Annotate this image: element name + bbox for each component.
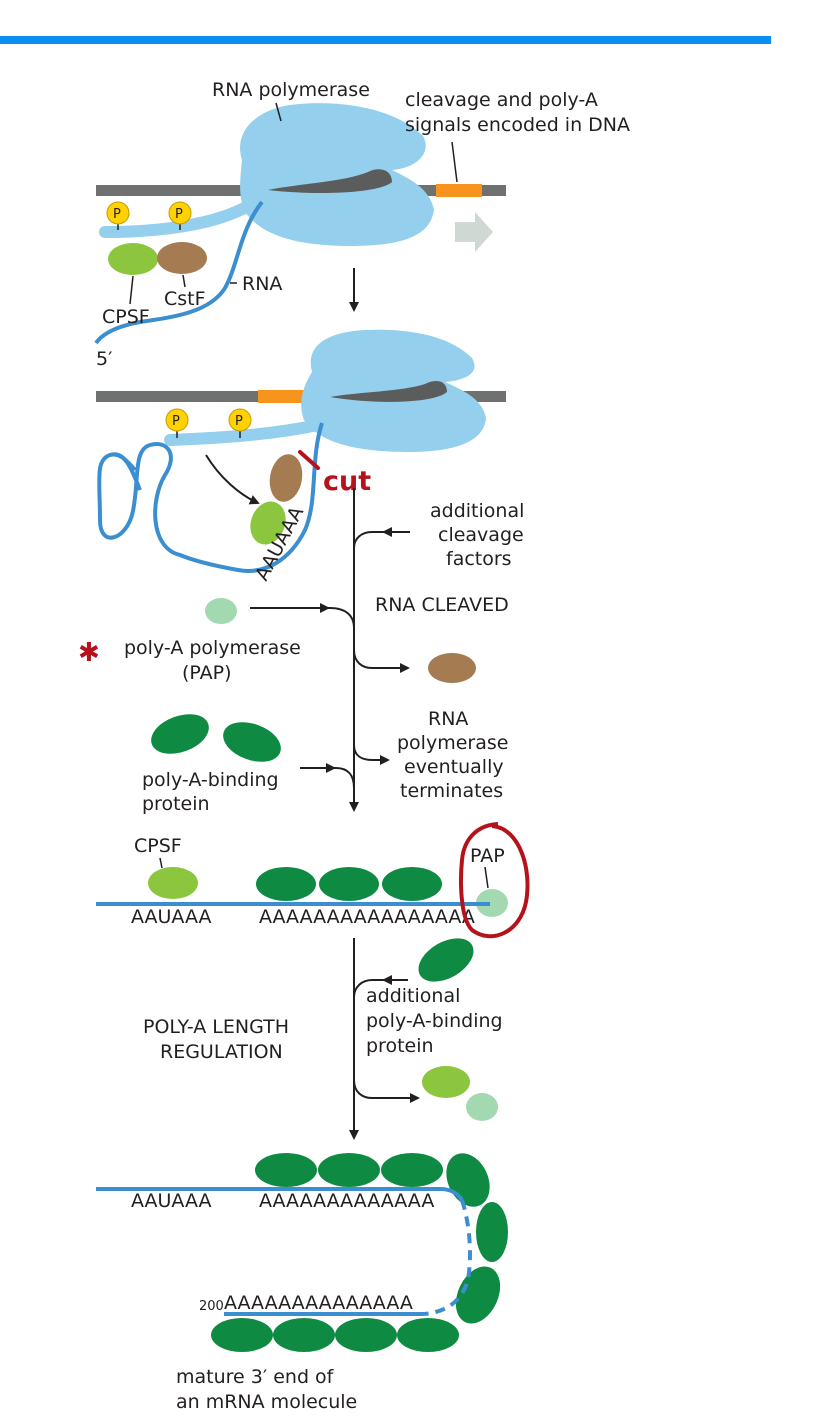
polya-tail-label-1: AAAAAAAAAAAAAAAA (259, 906, 475, 928)
cstf-label: CstF (164, 288, 206, 310)
mrna-strand-4 (96, 1187, 464, 1202)
rna-cleaved-label: RNA CLEAVED (375, 594, 509, 616)
polymerase-release-arrow (353, 744, 390, 765)
cpsf-2 (250, 501, 286, 545)
phosphate-label: P (172, 414, 180, 429)
factor-move-arrow (205, 454, 260, 505)
phosphate-1 (106, 201, 130, 225)
signals-label-line1: cleavage and poly-A (405, 89, 598, 111)
phosphate-4 (228, 408, 252, 432)
phosphate-3 (165, 408, 189, 432)
polymerase-cleft-1 (268, 169, 392, 194)
pabp-final-6 (455, 1266, 501, 1324)
pabp-free-2 (223, 722, 281, 762)
incoming-cleavage-factors-arrow (353, 531, 410, 549)
ctd-tail-1 (99, 199, 256, 238)
mature-label-1: mature 3′ end of (176, 1366, 335, 1388)
pabp-final-5 (476, 1202, 508, 1262)
phosphate-2 (168, 201, 192, 225)
tail-length-label: 200 (199, 1299, 224, 1314)
pap-released (466, 1093, 498, 1121)
rna-label: RNA (242, 273, 282, 295)
aauaaa-label-2: AAUAAA (131, 906, 211, 928)
pabp-free-3 (418, 938, 474, 982)
ctd-tail-2 (164, 419, 324, 446)
rnapol-label-3: eventually (404, 756, 504, 778)
mrna-dashed-loop (423, 1199, 472, 1316)
signal-box-1 (436, 184, 482, 197)
pabp-label-2: protein (142, 793, 210, 815)
five-prime-label: 5′ (96, 348, 112, 370)
rna-polymerase-1 (240, 103, 434, 247)
pabp-final-8 (273, 1318, 335, 1352)
cstf-2 (269, 454, 303, 502)
pabp-final-1 (255, 1153, 317, 1187)
pabp-final-2 (318, 1153, 380, 1187)
polymerase-cleft-2 (330, 380, 447, 402)
additional-pabp-label-3: protein (366, 1035, 434, 1057)
incoming-pabp-arrow (300, 767, 355, 789)
additional-pabp-label-1: additional (366, 985, 460, 1007)
incoming-pabp-2-arrow (353, 979, 408, 998)
rna-strand-1 (94, 200, 264, 345)
pap-label-line2: (PAP) (182, 662, 232, 684)
cstf-released (428, 653, 476, 683)
rna-strand-2 (97, 422, 324, 573)
length-regulation-label-1: POLY-A LENGTH (143, 1016, 289, 1038)
pap-bound (476, 889, 508, 917)
pabp-bound-1 (256, 867, 316, 901)
phosphate-label: P (113, 207, 121, 222)
cut-mark (298, 450, 320, 470)
pap-1 (205, 598, 237, 624)
pabp-final-9 (335, 1318, 397, 1352)
pap-label-line1: poly-A polymerase (124, 637, 301, 659)
pabp-label-1: poly-A-binding (142, 769, 279, 791)
pabp-final-3 (381, 1153, 443, 1187)
phosphate-label: P (175, 207, 183, 222)
mature-label-2: an mRNA molecule (176, 1391, 357, 1413)
dna-direction-arrow (455, 212, 493, 252)
top-bar (0, 36, 771, 44)
signals-label-line2: signals encoded in DNA (405, 114, 630, 136)
star-annotation: ✱ (78, 638, 100, 668)
cpsf-released (422, 1066, 470, 1098)
rna-curve-segment (109, 452, 137, 472)
rnapol-label-1: RNA (428, 708, 468, 730)
phosphate-label: P (235, 414, 243, 429)
additional-cleavage-label-2: cleavage (438, 524, 524, 546)
pabp-bound-3 (382, 867, 442, 901)
pap-circle-annotation (459, 822, 530, 939)
pabp-final-7 (211, 1318, 273, 1352)
cpsf-1 (108, 243, 158, 275)
rnapol-label-4: terminates (400, 780, 503, 802)
signal-box-2 (258, 390, 304, 403)
pap-short-label: PAP (470, 845, 505, 867)
cstf-1 (157, 242, 207, 274)
pabp-free-1 (151, 714, 209, 754)
polya-tail-label-2: AAAAAAAAAAAAA (259, 1190, 434, 1212)
released-factors-arrow (353, 1079, 420, 1103)
cut-annotation: cut (323, 466, 371, 497)
rna-polymerase-label: RNA polymerase (212, 79, 370, 101)
cpsf-label-2: CPSF (134, 835, 182, 857)
additional-cleavage-label-3: factors (446, 548, 512, 570)
pabp-bound-2 (319, 867, 379, 901)
cpsf-label: CPSF (102, 306, 150, 328)
cpsf-3 (148, 867, 198, 899)
length-regulation-label-2: REGULATION (160, 1041, 283, 1063)
additional-cleavage-label-1: additional (430, 500, 524, 522)
released-cstf-arrow (353, 649, 410, 673)
additional-pabp-label-2: poly-A-binding (366, 1010, 503, 1032)
polya-tail-label-3: AAAAAAAAAAAAAA (224, 1292, 413, 1314)
incoming-pap-arrow (250, 607, 355, 629)
pabp-final-10 (397, 1318, 459, 1352)
aauaaa-label-3: AAUAAA (131, 1190, 211, 1212)
rnapol-label-2: polymerase (397, 732, 508, 754)
